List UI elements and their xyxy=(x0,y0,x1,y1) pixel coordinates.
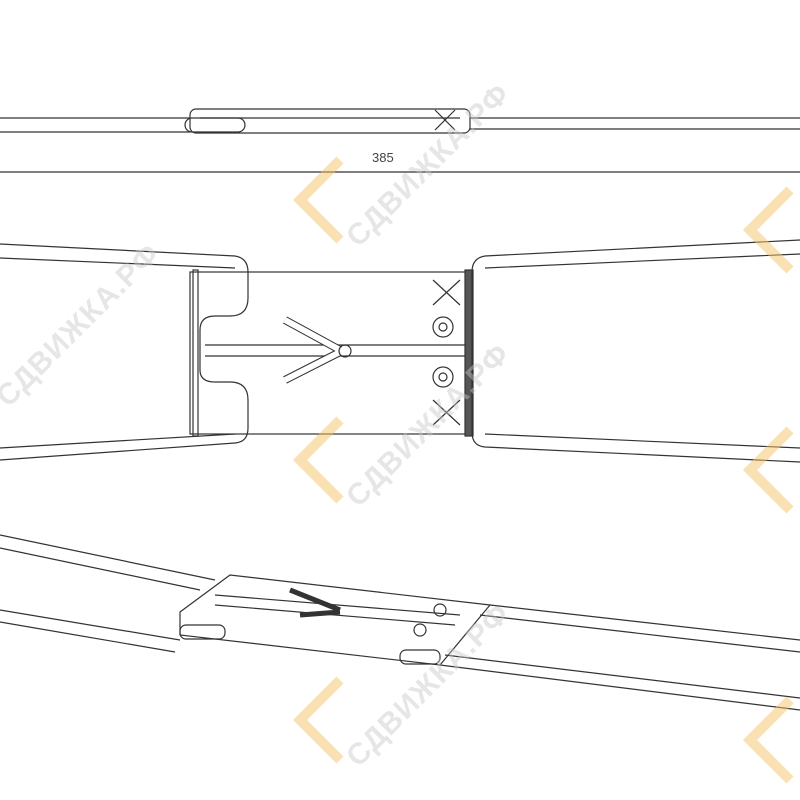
watermark-logo xyxy=(292,156,794,784)
side-view xyxy=(0,108,800,173)
isometric-view xyxy=(0,534,800,711)
dimension-label: 385 xyxy=(372,150,394,165)
